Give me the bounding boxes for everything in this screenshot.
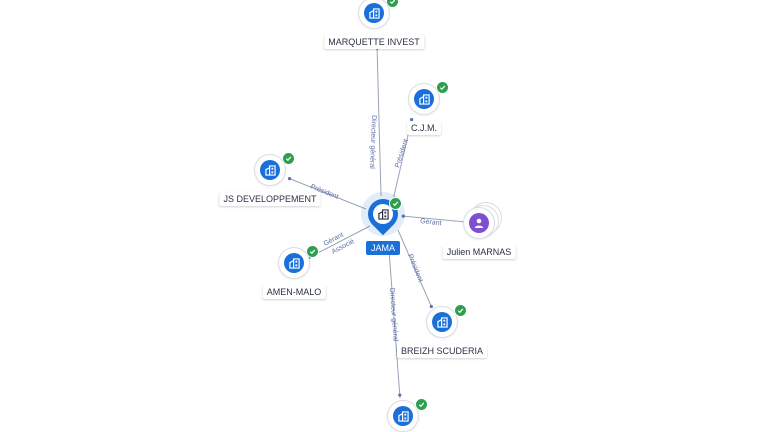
edge-label: Gérant — [420, 218, 442, 227]
verified-check-icon — [306, 245, 319, 258]
center-node-label: JAMA — [365, 241, 401, 255]
edge-line — [388, 249, 401, 399]
edge-line — [376, 44, 382, 197]
edge-arrow-icon — [398, 393, 402, 397]
node-label: JS DEVELOPPEMENT — [219, 192, 321, 206]
edge-arrow-icon — [287, 177, 292, 181]
building-icon — [284, 253, 304, 273]
node-label: C.J.M. — [407, 121, 441, 135]
node-label: AMEN-MALO — [262, 285, 326, 299]
edge-label: Président — [394, 138, 410, 168]
node-label: Julien MARNAS — [442, 245, 516, 259]
verified-check-icon — [436, 81, 449, 94]
node-bubble — [279, 248, 309, 278]
edge-line — [401, 215, 467, 223]
edge-arrow-icon — [410, 118, 414, 122]
building-icon — [414, 89, 434, 109]
verified-check-icon — [386, 0, 399, 8]
verified-check-icon — [415, 398, 428, 411]
node-bubble — [388, 401, 418, 431]
building-icon — [393, 406, 413, 426]
node-bubble — [464, 208, 494, 238]
node-bubble — [255, 155, 285, 185]
edge-label: Président — [406, 253, 424, 283]
verified-check-icon — [454, 304, 467, 317]
building-icon — [260, 160, 280, 180]
edge-label: Directeur général — [368, 115, 377, 169]
edge-arrow-icon — [429, 304, 433, 309]
node-label: BREIZH SCUDERIA — [396, 344, 488, 358]
node-bubble — [427, 307, 457, 337]
edge-line — [397, 229, 433, 309]
verified-check-icon — [282, 152, 295, 165]
edge-line — [287, 177, 367, 210]
building-icon — [373, 204, 393, 224]
edge-arrow-icon — [401, 214, 405, 218]
node-bubble — [359, 0, 389, 28]
edge-label: Directeur général — [388, 288, 399, 342]
node-bubble — [409, 84, 439, 114]
person-icon — [469, 213, 489, 233]
node-label: MARQUETTE INVEST — [324, 35, 424, 49]
building-icon — [364, 3, 384, 23]
building-icon — [432, 312, 452, 332]
verified-check-icon — [389, 197, 402, 210]
